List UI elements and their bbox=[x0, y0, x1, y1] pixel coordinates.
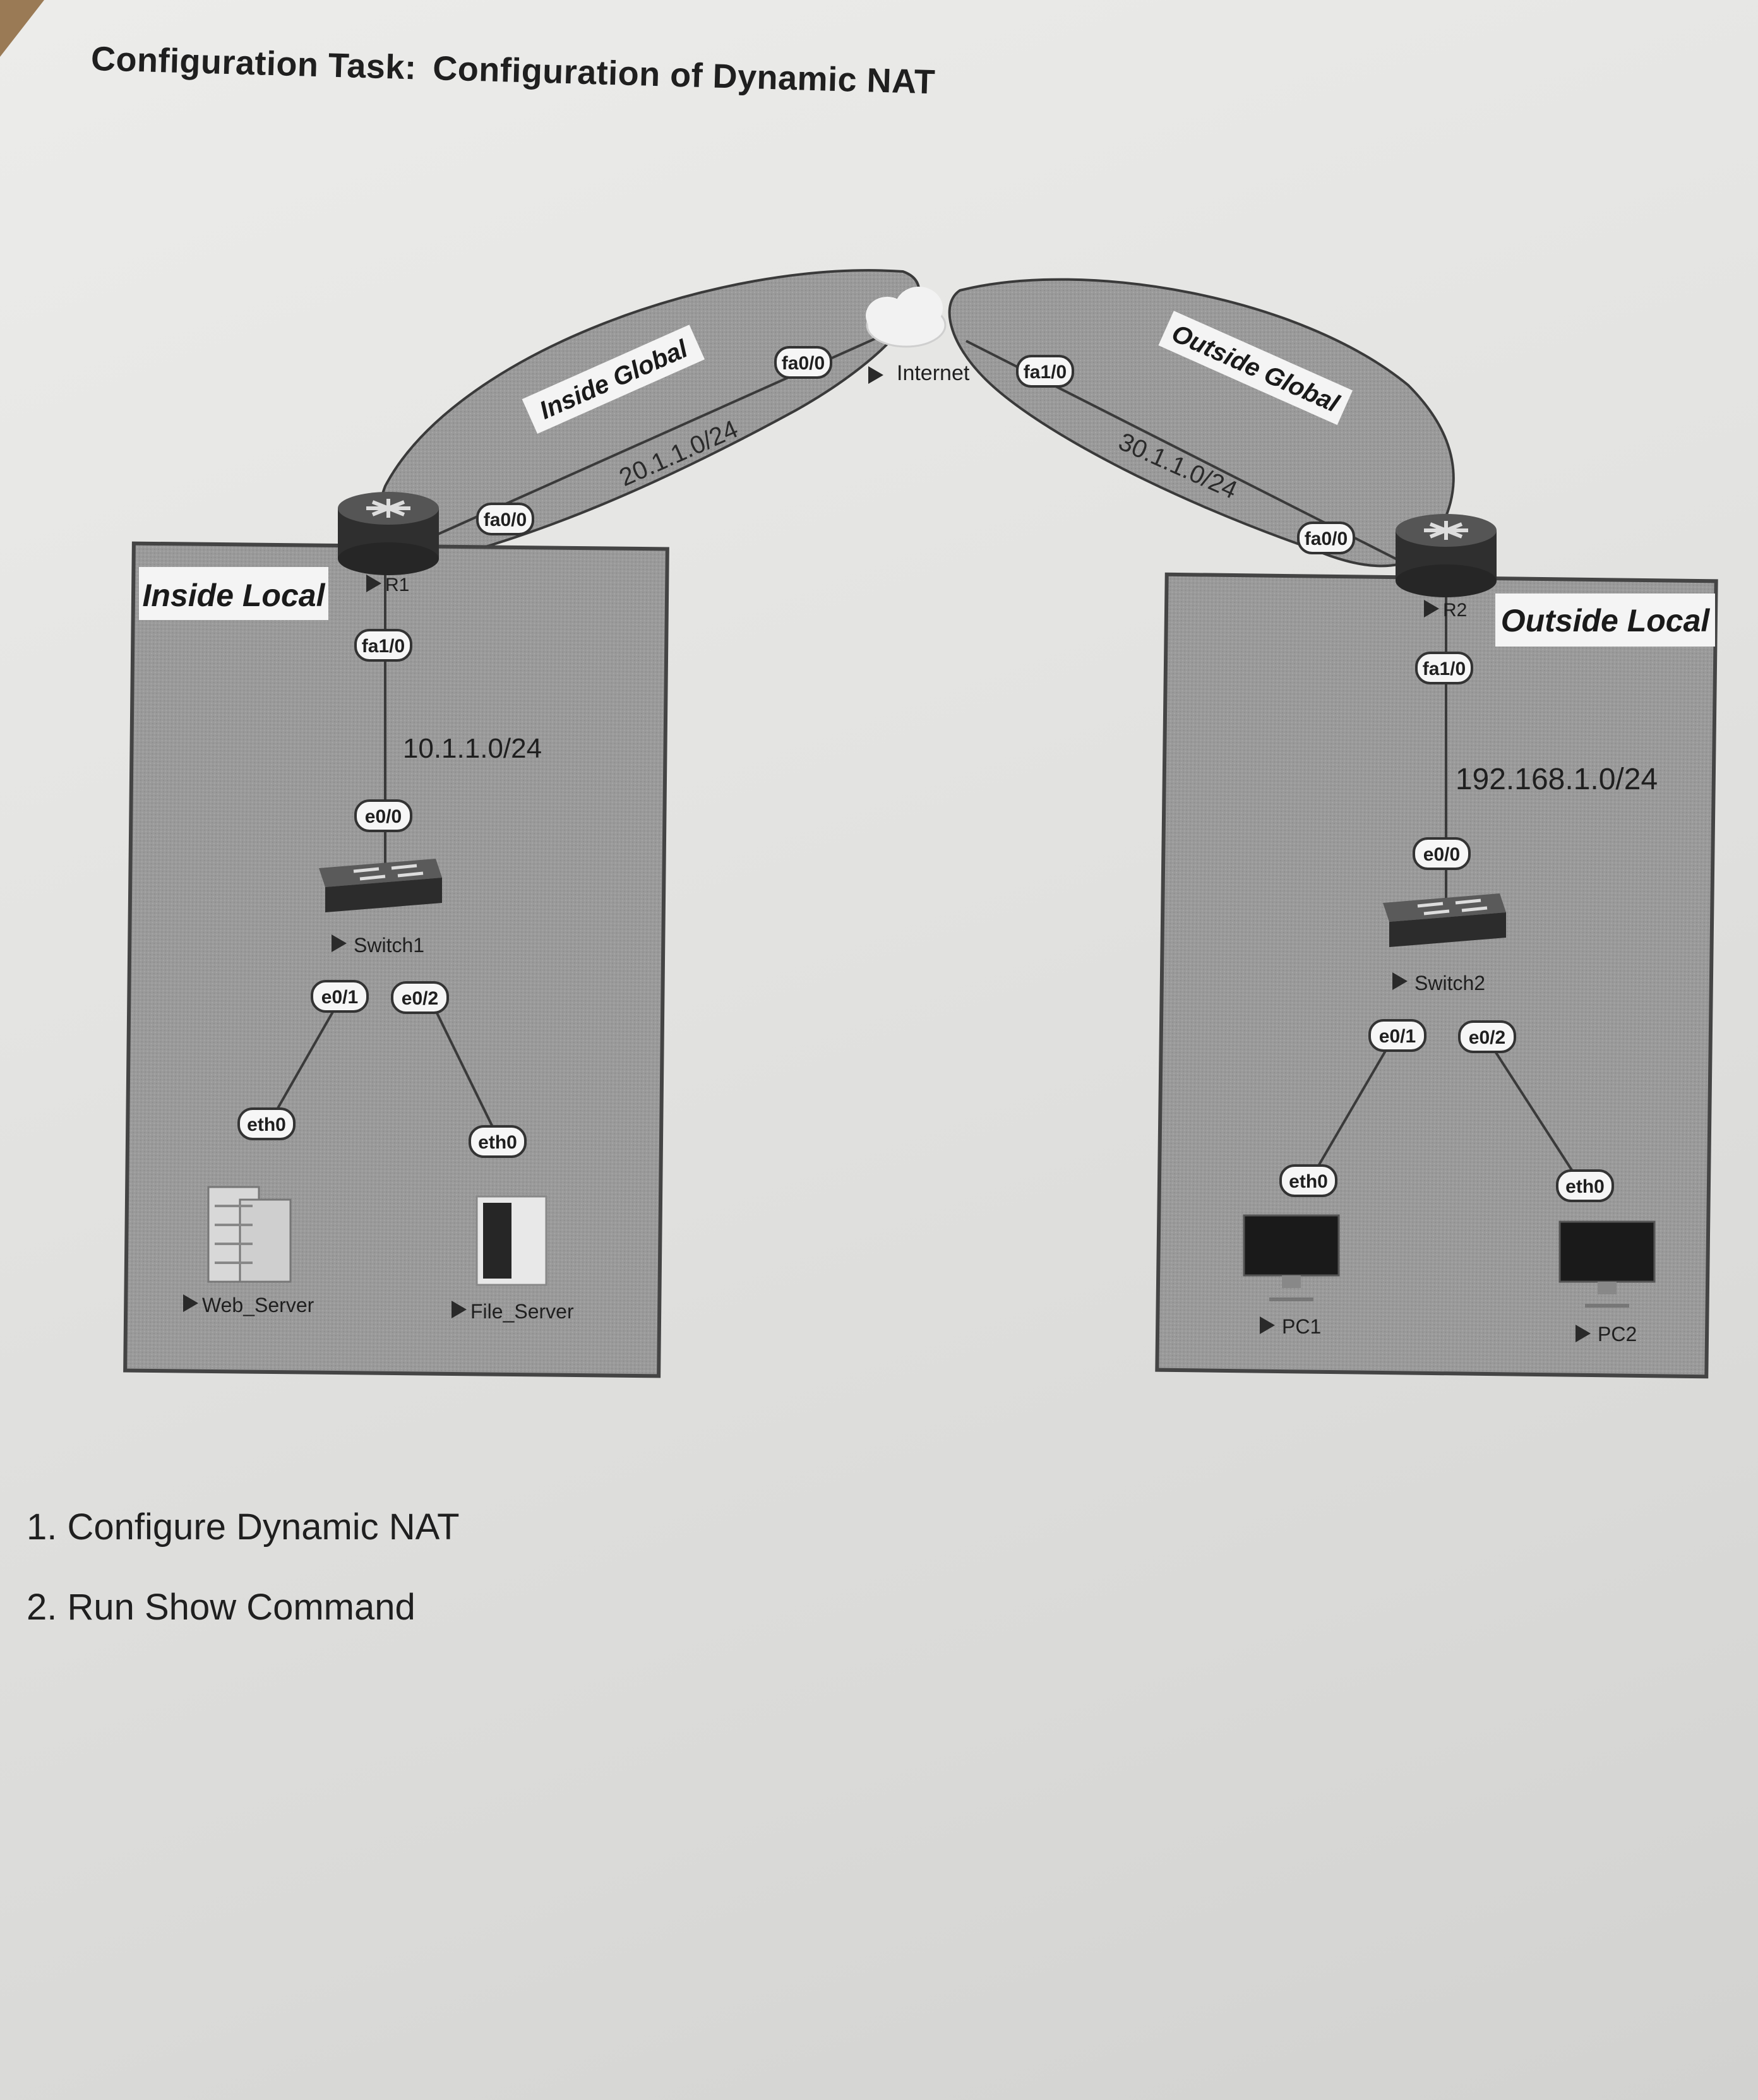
port-label-cloud-fa10: fa1/0 bbox=[1016, 355, 1074, 388]
svg-text:fa0/0: fa0/0 bbox=[782, 353, 825, 374]
svg-text:PC2: PC2 bbox=[1598, 1323, 1637, 1345]
port-label-sw2-e02: e0/2 bbox=[1458, 1020, 1516, 1053]
port-label-file-eth0: eth0 bbox=[469, 1125, 527, 1158]
port-label-r2-fa00: fa0/0 bbox=[1297, 522, 1355, 554]
svg-text:fa0/0: fa0/0 bbox=[484, 510, 527, 530]
router-r2-label: R2 bbox=[1424, 600, 1467, 621]
outside-local-label: Outside Local bbox=[1495, 594, 1715, 647]
inside-local-label: Inside Local bbox=[139, 567, 328, 620]
svg-text:e0/0: e0/0 bbox=[1423, 844, 1460, 865]
port-label-pc1-eth0: eth0 bbox=[1279, 1164, 1337, 1197]
svg-text:Web_Server: Web_Server bbox=[202, 1294, 314, 1316]
router-r2-icon bbox=[1396, 514, 1497, 597]
port-label-sw1-e01: e0/1 bbox=[311, 980, 369, 1013]
svg-text:e0/2: e0/2 bbox=[1469, 1027, 1505, 1048]
port-label-cloud-fa00: fa0/0 bbox=[774, 346, 832, 379]
port-label-sw2-e00: e0/0 bbox=[1413, 837, 1471, 870]
web-server-label: Web_Server bbox=[183, 1294, 314, 1316]
svg-text:fa1/0: fa1/0 bbox=[1423, 659, 1466, 679]
link-switch2-pc2 bbox=[1480, 1028, 1580, 1182]
task-list: 1. Configure Dynamic NAT 2. Run Show Com… bbox=[27, 1506, 460, 1666]
svg-text:e0/1: e0/1 bbox=[1379, 1026, 1416, 1047]
file-server-label: File_Server bbox=[451, 1300, 574, 1323]
svg-text:PC1: PC1 bbox=[1282, 1315, 1321, 1338]
port-label-sw2-e01: e0/1 bbox=[1368, 1019, 1426, 1052]
pc1-label: PC1 bbox=[1260, 1315, 1321, 1338]
pc1-icon bbox=[1243, 1214, 1340, 1301]
port-label-sw1-e00: e0/0 bbox=[354, 799, 412, 832]
svg-text:e0/1: e0/1 bbox=[321, 987, 358, 1008]
web-server-icon bbox=[207, 1186, 292, 1283]
pc2-icon bbox=[1558, 1220, 1656, 1308]
svg-text:fa1/0: fa1/0 bbox=[1024, 362, 1067, 383]
router-r1-label: R1 bbox=[366, 575, 409, 595]
port-label-r1-fa00: fa0/0 bbox=[476, 503, 534, 535]
link-switch1-fileserver bbox=[428, 997, 500, 1140]
internet-label: Internet bbox=[897, 361, 970, 385]
page-corner bbox=[0, 0, 44, 57]
inside-local-zone bbox=[123, 541, 669, 1378]
port-label-sw1-e02: e0/2 bbox=[391, 981, 449, 1014]
port-label-r2-fa10: fa1/0 bbox=[1415, 652, 1473, 684]
svg-text:fa1/0: fa1/0 bbox=[362, 636, 405, 657]
switch1-label: Switch1 bbox=[332, 934, 424, 957]
port-label-web-eth0: eth0 bbox=[237, 1107, 296, 1140]
outside-global-zone bbox=[948, 278, 1455, 568]
svg-text:File_Server: File_Server bbox=[470, 1300, 574, 1323]
switch2-icon bbox=[1383, 893, 1506, 947]
task-item: 1. Configure Dynamic NAT bbox=[27, 1506, 460, 1548]
svg-text:Outside Local: Outside Local bbox=[1501, 603, 1711, 638]
svg-text:eth0: eth0 bbox=[247, 1114, 286, 1135]
network-inside-lan: 10.1.1.0/24 bbox=[403, 733, 542, 764]
router-r1-icon bbox=[338, 492, 439, 575]
svg-text:eth0: eth0 bbox=[1565, 1176, 1605, 1197]
svg-text:Inside Local: Inside Local bbox=[143, 578, 326, 613]
port-label-pc2-eth0: eth0 bbox=[1556, 1169, 1614, 1202]
svg-text:fa0/0: fa0/0 bbox=[1305, 528, 1348, 549]
svg-text:e0/2: e0/2 bbox=[402, 988, 438, 1009]
switch2-label: Switch2 bbox=[1392, 972, 1485, 994]
file-server-icon bbox=[475, 1195, 547, 1286]
task-item: 2. Run Show Command bbox=[27, 1587, 416, 1628]
svg-text:R1: R1 bbox=[385, 575, 409, 595]
svg-text:Switch2: Switch2 bbox=[1414, 972, 1485, 994]
switch1-icon bbox=[319, 859, 442, 912]
svg-text:e0/0: e0/0 bbox=[365, 806, 402, 827]
port-label-r1-fa10: fa1/0 bbox=[354, 629, 412, 662]
port-labels: fa0/0 fa1/0 fa0/0 fa1/0 fa0/0 fa1/0 e0/0 e0/1 e0… bbox=[237, 346, 1614, 1202]
pc2-label: PC2 bbox=[1576, 1323, 1637, 1345]
svg-text:eth0: eth0 bbox=[478, 1132, 517, 1153]
svg-text:R2: R2 bbox=[1443, 600, 1467, 621]
svg-text:Switch1: Switch1 bbox=[354, 934, 424, 957]
inside-global-zone bbox=[378, 269, 921, 564]
svg-text:eth0: eth0 bbox=[1289, 1171, 1328, 1192]
network-outside-lan: 192.168.1.0/24 bbox=[1456, 763, 1658, 796]
internet-cloud-icon: Internet bbox=[866, 287, 970, 385]
